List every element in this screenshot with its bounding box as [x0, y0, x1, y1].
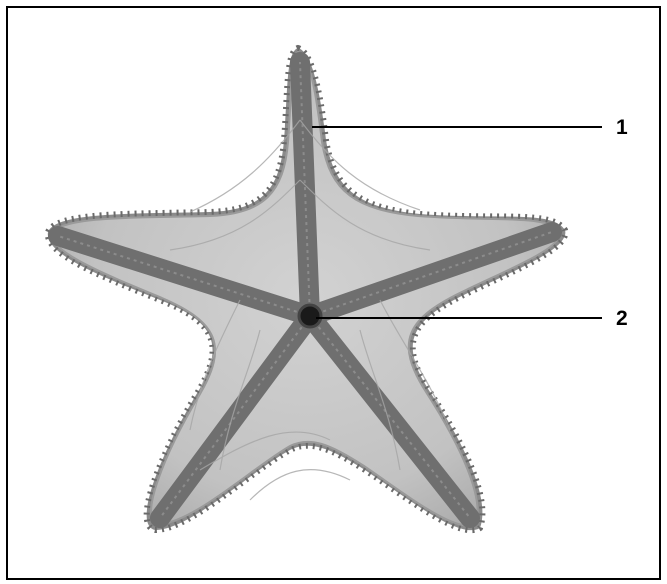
callout-label-1: 1: [616, 117, 628, 138]
callout-label-2: 2: [616, 308, 628, 329]
ambulacral-grooves: [58, 62, 552, 518]
starfish-mouth: [299, 305, 321, 327]
